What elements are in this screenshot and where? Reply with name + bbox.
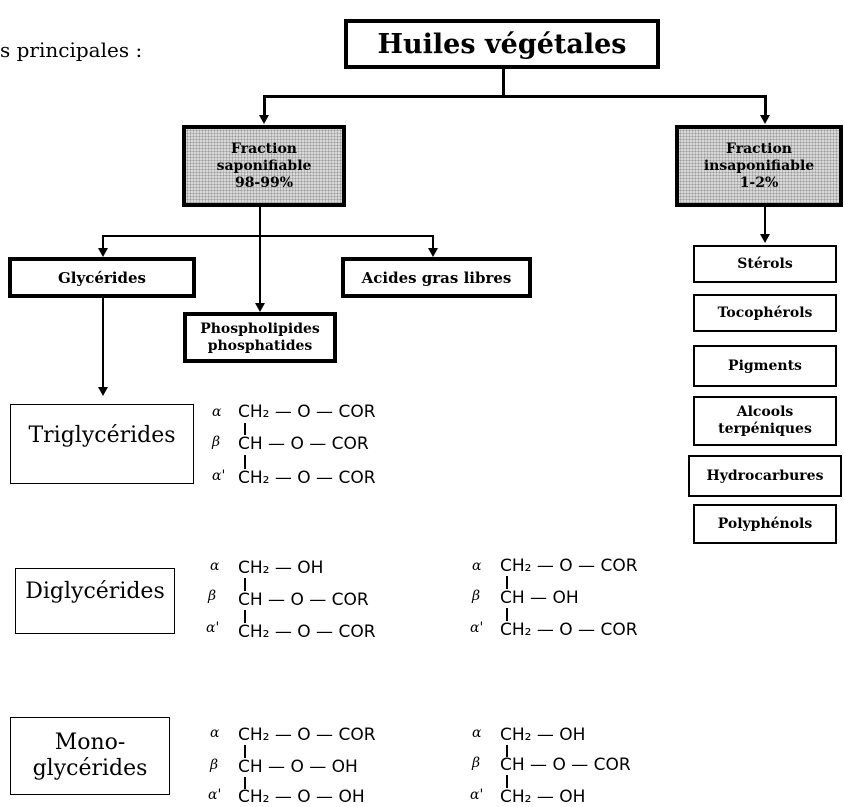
alcools-line1: Alcools: [736, 404, 794, 420]
header-partial-text: s principales :: [0, 38, 143, 62]
fraction-saponifiable-box: Fraction saponifiable 98-99%: [182, 125, 346, 207]
triglycerides-label: Triglycérides: [28, 423, 176, 448]
polyphenols-label: Polyphénols: [717, 516, 813, 532]
formula-row-3: CH₂ — O — COR: [238, 622, 376, 642]
acides-gras-libres-box: Acides gras libres: [341, 257, 532, 298]
bond-line: [244, 777, 246, 789]
alcools-terpeniques-box: Alcools terpéniques: [693, 396, 837, 446]
formula-row-3: CH₂ — O — COR: [238, 468, 376, 488]
bond-line: [244, 423, 246, 435]
diglycerides-box: Diglycérides: [15, 568, 175, 634]
formula-row-2: CH — OH: [500, 588, 579, 608]
fraction-sap-line3: 98-99%: [234, 174, 294, 191]
bond-line: [244, 610, 246, 623]
alpha-prime-symbol: α': [206, 620, 220, 636]
formula-row-3: CH₂ — O — OH: [238, 787, 365, 807]
beta-symbol: β: [472, 588, 481, 604]
formula-row-1: CH₂ — O — COR: [238, 725, 376, 745]
bond-line: [244, 578, 246, 591]
formula-row-3: CH₂ — O — COR: [500, 620, 638, 640]
beta-symbol: β: [472, 755, 481, 771]
bond-line: [244, 455, 246, 469]
arrow-head: [259, 115, 269, 124]
hydrocarbures-label: Hydrocarbures: [706, 468, 824, 484]
connector: [263, 95, 767, 98]
connector: [502, 69, 505, 97]
formula-row-2: CH — O — COR: [238, 434, 369, 454]
pigments-box: Pigments: [693, 345, 837, 387]
beta-symbol: β: [208, 588, 217, 604]
fraction-insaponifiable-box: Fraction insaponifiable 1-2%: [675, 125, 843, 207]
beta-symbol: β: [210, 757, 219, 773]
formula-row-2: CH — O — COR: [238, 590, 369, 610]
connector: [432, 235, 434, 249]
phospho-line2: phosphatides: [207, 337, 313, 354]
formula-row-3: CH₂ — OH: [500, 787, 586, 807]
mono-label-line1: Mono-: [54, 730, 126, 755]
formula-row-1: CH₂ — O — COR: [238, 402, 376, 422]
alpha-prime-symbol: α': [212, 468, 226, 484]
bond-line: [506, 775, 508, 788]
alpha-symbol: α: [212, 404, 222, 420]
connector: [764, 207, 766, 235]
arrow-head: [428, 248, 438, 257]
monoglycerides-box: Mono- glycérides: [10, 717, 170, 795]
formula-row-1: CH₂ — O — COR: [500, 556, 638, 576]
phospho-line1: Phospholipides: [200, 320, 320, 337]
formula-row-1: CH₂ — OH: [500, 725, 586, 745]
formula-row-2: CH — O — OH: [238, 757, 358, 777]
tocopherols-label: Tocophérols: [717, 305, 813, 321]
fraction-sap-line1: Fraction: [231, 140, 297, 157]
alpha-prime-symbol: α': [208, 787, 222, 803]
fraction-insap-line3: 1-2%: [739, 174, 779, 191]
formula-row-2: CH — O — COR: [500, 755, 631, 775]
sterols-box: Stérols: [693, 245, 837, 283]
connector: [102, 235, 104, 249]
acides-gras-libres-label: Acides gras libres: [361, 268, 512, 287]
phospholipides-box: Phospholipides phosphatides: [183, 312, 337, 363]
polyphenols-box: Polyphénols: [693, 504, 837, 544]
arrow-head: [255, 303, 265, 312]
top-box-label: Huiles végétales: [377, 28, 627, 60]
triglycerides-box: Triglycérides: [10, 404, 194, 484]
glycerides-label: Glycérides: [58, 268, 146, 287]
connector: [102, 298, 104, 388]
fraction-insap-line2: insaponifiable: [703, 157, 815, 174]
sterols-label: Stérols: [737, 256, 793, 272]
alpha-symbol: α: [210, 725, 220, 741]
connector: [259, 235, 261, 305]
alpha-prime-symbol: α': [470, 787, 484, 803]
arrow-head: [760, 234, 770, 243]
arrow-head: [98, 387, 108, 396]
glycerides-box: Glycérides: [8, 257, 196, 298]
bond-line: [244, 745, 246, 758]
beta-symbol: β: [212, 434, 221, 450]
bond-line: [506, 608, 508, 621]
arrow-head: [98, 248, 108, 257]
arrow-head: [760, 115, 770, 124]
formula-row-1: CH₂ — OH: [238, 558, 324, 578]
top-box-huiles-vegetales: Huiles végétales: [344, 19, 660, 69]
hydrocarbures-box: Hydrocarbures: [688, 455, 842, 497]
tocopherols-box: Tocophérols: [693, 294, 837, 332]
alpha-symbol: α: [210, 558, 220, 574]
fraction-insap-line1: Fraction: [726, 140, 792, 157]
alpha-symbol: α: [472, 558, 482, 574]
connector: [263, 95, 266, 117]
connector: [764, 95, 767, 117]
diglycerides-label: Diglycérides: [25, 579, 165, 604]
alpha-symbol: α: [472, 725, 482, 741]
pigments-label: Pigments: [728, 358, 802, 374]
alpha-prime-symbol: α': [470, 620, 484, 636]
connector: [259, 207, 261, 237]
fraction-sap-line2: saponifiable: [216, 157, 312, 174]
alcools-line2: terpéniques: [718, 421, 812, 437]
mono-label-line2: glycérides: [32, 756, 148, 781]
bond-line: [506, 745, 508, 757]
bond-line: [506, 576, 508, 589]
connector: [102, 235, 434, 237]
